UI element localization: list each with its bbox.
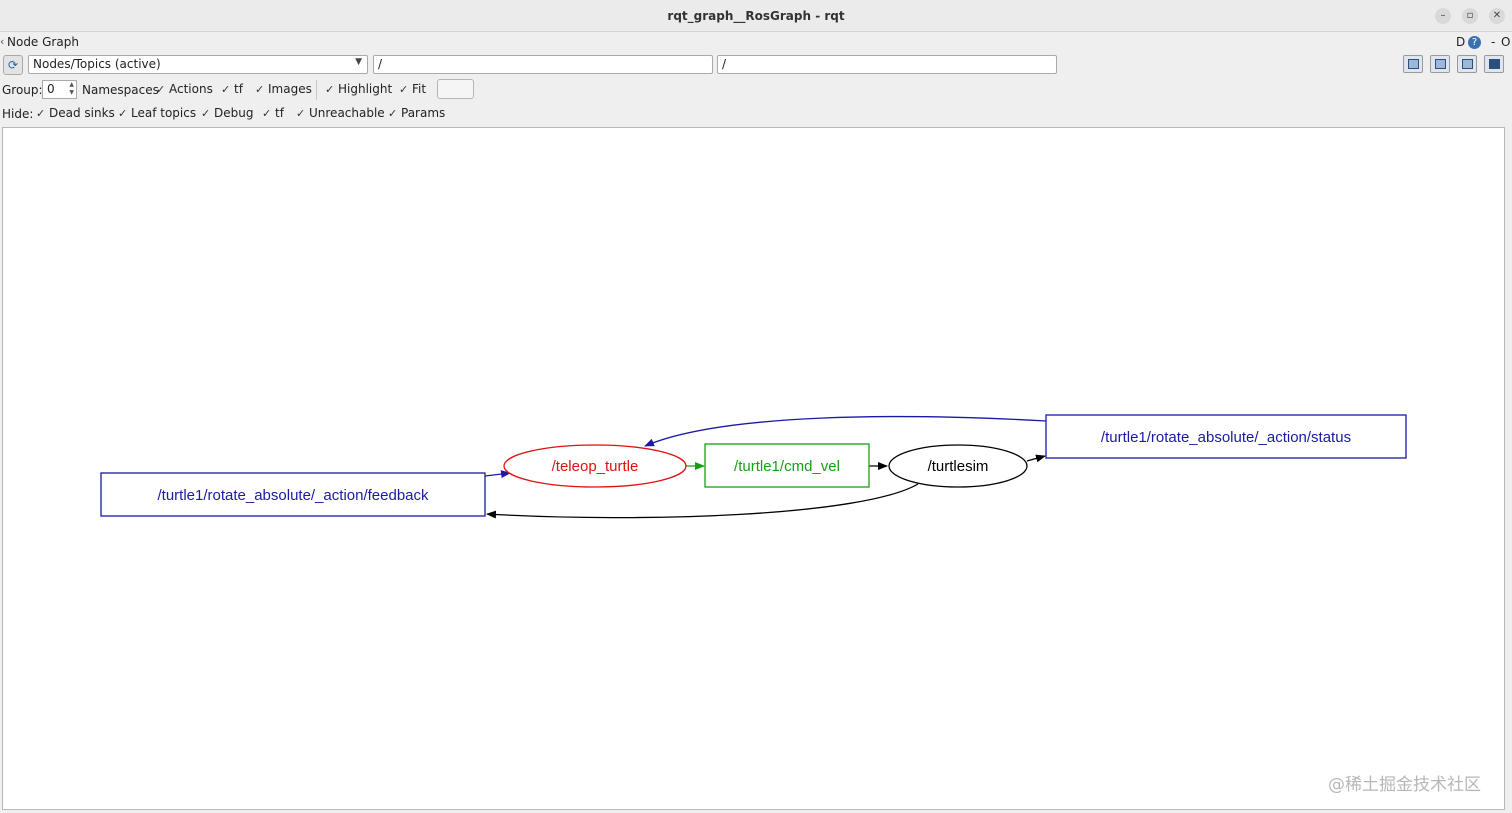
node-teleop-turtle[interactable]: /teleop_turtle [503, 444, 687, 488]
images-label: Images [268, 82, 312, 96]
edge-feedback-to-teleop [484, 470, 511, 479]
hide-tf-checkbox[interactable]: ✓tf [262, 106, 284, 120]
debug-label: Debug [214, 106, 254, 120]
dead-sinks-checkbox[interactable]: ✓Dead sinks [36, 106, 115, 120]
graph-mode-select[interactable]: Nodes/Topics (active) ▼ [28, 55, 368, 74]
checkmark-icon: ✓ [388, 107, 398, 120]
checkmark-icon: ✓ [262, 107, 272, 120]
dock-handle-icon[interactable]: ‹ [0, 35, 5, 48]
group-spinbox[interactable]: 0 ▲▼ [42, 80, 77, 99]
dock-minimize-button[interactable]: - [1491, 35, 1496, 49]
actions-checkbox[interactable]: ✓Actions [156, 82, 213, 96]
checkmark-icon: ✓ [221, 83, 231, 96]
load-dot-button[interactable] [1430, 55, 1450, 73]
leaf-topics-label: Leaf topics [131, 106, 197, 120]
dock-title-bar: ‹ Node Graph D ? - O [0, 33, 1512, 51]
highlight-checkbox[interactable]: ✓Highlight [325, 82, 392, 96]
save-image-button[interactable] [1484, 55, 1504, 73]
fit-checkbox[interactable]: ✓Fit [399, 82, 426, 96]
help-icon[interactable]: ? [1468, 36, 1481, 49]
node-filter-input[interactable]: / [373, 55, 713, 74]
namespaces-label: Namespaces [82, 83, 159, 97]
group-label: Group: [2, 83, 43, 97]
window-title: rqt_graph__RosGraph - rqt [667, 9, 845, 23]
hide-label: Hide: [2, 107, 34, 121]
refresh-graph-button[interactable]: ⟳ [3, 55, 23, 75]
ros-graph-svg: /turtle1/rotate_absolute/_action/feedbac… [100, 414, 1407, 519]
dock-title: Node Graph [7, 35, 79, 49]
watermark: @稀土掘金技术社区 [1328, 775, 1481, 795]
checkmark-icon: ✓ [296, 107, 306, 120]
images-checkbox[interactable]: ✓Images [255, 82, 312, 96]
actions-label: Actions [169, 82, 213, 96]
tf-label: tf [234, 82, 243, 96]
node-label-teleop: /teleop_turtle [552, 458, 639, 475]
checkmark-icon: ✓ [325, 83, 335, 96]
checkmark-icon: ✓ [255, 83, 265, 96]
topic-filter-input[interactable]: / [717, 55, 1057, 74]
minimize-icon[interactable]: – [1435, 8, 1451, 24]
checkmark-icon: ✓ [156, 83, 166, 96]
chevron-down-icon: ▼ [355, 57, 362, 67]
fit-label: Fit [412, 82, 427, 96]
hide-tf-label: tf [275, 106, 284, 120]
save-dot-icon [1408, 59, 1419, 69]
save-image-icon [1489, 59, 1500, 69]
edge-turtlesim-to-feedback [486, 483, 919, 519]
save-dot-button[interactable] [1403, 55, 1423, 73]
save-svg-icon [1462, 59, 1473, 69]
leaf-topics-checkbox[interactable]: ✓Leaf topics [118, 106, 196, 120]
unreachable-label: Unreachable [309, 106, 385, 120]
maximize-icon[interactable]: ▫ [1462, 8, 1478, 24]
window-titlebar: rqt_graph__RosGraph - rqt – ▫ ✕ [0, 0, 1512, 32]
topic-label-status: /turtle1/rotate_absolute/_action/status [1101, 429, 1351, 446]
tf-checkbox[interactable]: ✓tf [221, 82, 243, 96]
node-label-turtlesim: /turtlesim [928, 458, 989, 475]
topic-label-cmd-vel: /turtle1/cmd_vel [734, 458, 840, 475]
params-checkbox[interactable]: ✓Params [388, 106, 445, 120]
dead-sinks-label: Dead sinks [49, 106, 115, 120]
edge-turtlesim-to-status [1026, 454, 1046, 463]
graph-mode-value: Nodes/Topics (active) [33, 57, 161, 71]
checkmark-icon: ✓ [399, 83, 409, 96]
group-value: 0 [47, 82, 55, 96]
highlight-label: Highlight [338, 82, 393, 96]
refresh-icon: ⟳ [7, 58, 19, 72]
graph-canvas[interactable]: /turtle1/rotate_absolute/_action/feedbac… [2, 127, 1505, 810]
dock-float-button[interactable]: O [1501, 35, 1511, 49]
unreachable-checkbox[interactable]: ✓Unreachable [296, 106, 385, 120]
checkmark-icon: ✓ [36, 107, 46, 120]
spin-arrows-icon[interactable]: ▲▼ [69, 81, 74, 96]
debug-checkbox[interactable]: ✓Debug [201, 106, 253, 120]
toolbar-separator [316, 80, 317, 100]
topic-node-feedback[interactable]: /turtle1/rotate_absolute/_action/feedbac… [100, 472, 486, 517]
save-svg-button[interactable] [1457, 55, 1477, 73]
dock-button-d[interactable]: D [1456, 35, 1466, 49]
topic-node-status[interactable]: /turtle1/rotate_absolute/_action/status [1045, 414, 1407, 459]
load-dot-icon [1435, 59, 1446, 69]
checkmark-icon: ✓ [118, 107, 128, 120]
topic-label-feedback: /turtle1/rotate_absolute/_action/feedbac… [157, 487, 429, 504]
fit-in-view-button[interactable] [437, 79, 474, 99]
node-turtlesim[interactable]: /turtlesim [888, 444, 1028, 488]
checkmark-icon: ✓ [201, 107, 211, 120]
topic-node-cmd-vel[interactable]: /turtle1/cmd_vel [704, 443, 870, 488]
close-icon[interactable]: ✕ [1489, 8, 1505, 24]
edge-status-to-teleop [644, 415, 1047, 447]
params-label: Params [401, 106, 446, 120]
